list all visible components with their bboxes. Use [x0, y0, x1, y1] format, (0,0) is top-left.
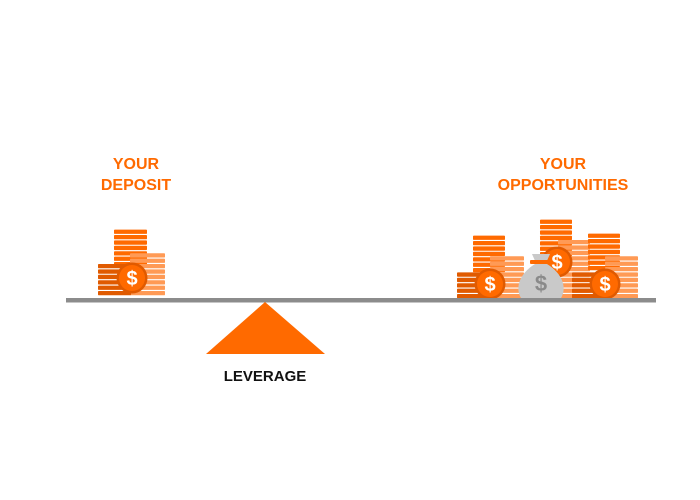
coin-layer	[588, 239, 620, 244]
svg-text:$: $	[551, 252, 562, 274]
coin-layer	[473, 251, 505, 257]
coin-layer	[114, 235, 147, 240]
coin-layer	[588, 244, 620, 249]
deposit-coin-group: $	[98, 229, 165, 296]
coin-layer	[473, 235, 505, 240]
coin-layer	[558, 240, 590, 245]
coin-layer	[114, 240, 147, 245]
opportunities-label: YOUR OPPORTUNITIES	[497, 156, 629, 194]
coin-layer	[588, 233, 620, 238]
coin-layer	[98, 291, 131, 296]
coin-stack	[473, 235, 505, 273]
coin-layer	[130, 291, 165, 296]
coin-layer	[473, 241, 505, 246]
svg-text:$: $	[126, 268, 137, 290]
dollar-coin-icon: $	[116, 262, 148, 294]
leverage-label: LEVERAGE	[223, 368, 307, 385]
coin-layer	[558, 245, 590, 250]
coin-layer	[540, 235, 572, 241]
coin-layer	[114, 245, 147, 251]
deposit-label: YOUR DEPOSIT	[100, 156, 172, 194]
dollar-coin-icon: $	[589, 268, 621, 300]
fulcrum-triangle	[206, 302, 325, 354]
coin-layer	[490, 261, 524, 266]
svg-text:$: $	[599, 274, 610, 296]
coin-layer	[130, 258, 165, 263]
svg-text:$: $	[535, 271, 547, 296]
coin-layer	[473, 246, 505, 251]
seesaw-beam	[66, 298, 656, 303]
opportunities-coin-group: $$$$	[457, 219, 638, 300]
money-bag-icon: $	[518, 254, 564, 298]
coin-layer	[540, 219, 572, 224]
coin-layer	[605, 267, 638, 272]
coin-layer	[130, 253, 165, 258]
dollar-coin-icon: $	[474, 268, 506, 300]
coin-layer	[605, 256, 638, 261]
coin-layer	[490, 256, 524, 261]
coin-layer	[588, 249, 620, 255]
coin-layer	[114, 229, 147, 234]
coin-layer	[490, 267, 524, 272]
svg-text:$: $	[484, 274, 495, 296]
coin-layer	[605, 261, 638, 266]
coin-layer	[540, 230, 572, 235]
coin-layer	[540, 225, 572, 230]
